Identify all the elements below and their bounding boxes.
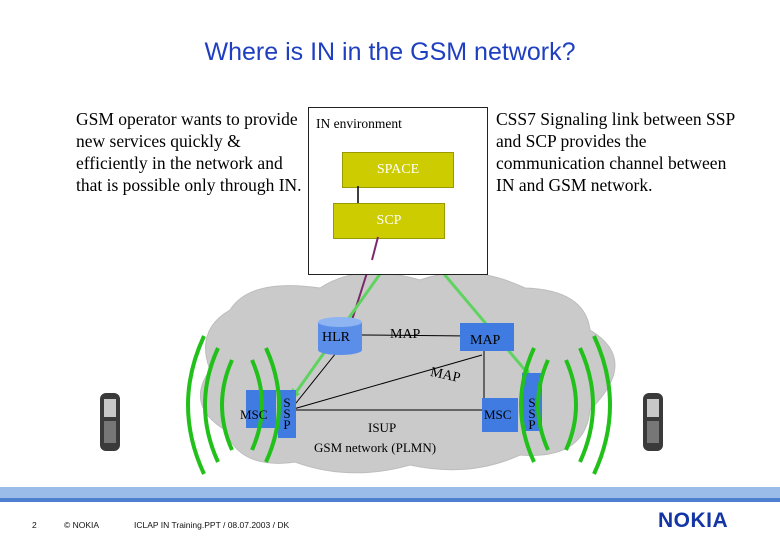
hlr-msc-right-link — [361, 334, 471, 337]
msc-right-label: MSC — [484, 407, 512, 422]
msc-left-label: MSC — [240, 407, 268, 422]
copyright: © NOKIA — [64, 520, 100, 530]
radio-waves-left — [186, 335, 281, 475]
in-environment-label: IN environment — [316, 116, 402, 131]
ssp-left-box — [278, 390, 296, 438]
mobile-phone-left-icon — [100, 393, 120, 451]
msc-map-link — [289, 354, 483, 411]
map-label-top: MAP — [390, 327, 421, 342]
scp-box: SCP — [333, 203, 445, 239]
hlr-label: HLR — [322, 330, 350, 345]
nokia-logo: NOKIA — [658, 509, 729, 532]
footer-bar-accent — [0, 498, 780, 502]
left-description: GSM operator wants to provide new servic… — [76, 109, 302, 195]
isup-label: ISUP — [368, 420, 397, 435]
map-label-msc: MAP — [470, 333, 501, 348]
space-box: SPACE — [342, 152, 454, 188]
mobile-phone-right-icon — [643, 393, 663, 451]
slide-title: Where is IN in the GSM network? — [204, 38, 576, 66]
msc-right-box — [482, 398, 518, 432]
page-number: 2 — [32, 520, 37, 530]
file-info: ICLAP IN Training.PPT / 08.07.2003 / DK — [134, 520, 290, 530]
footer-bar — [0, 487, 780, 501]
in-environment-box — [308, 107, 488, 275]
right-description: CSS7 Signaling link between SSP and SCP … — [496, 109, 735, 195]
hlr-msc-link — [291, 347, 341, 409]
radio-waves-right — [519, 335, 612, 475]
hlr-database — [318, 317, 362, 355]
gsm-network-label: GSM network (PLMN) — [314, 440, 437, 455]
msc-top-box — [460, 323, 514, 351]
